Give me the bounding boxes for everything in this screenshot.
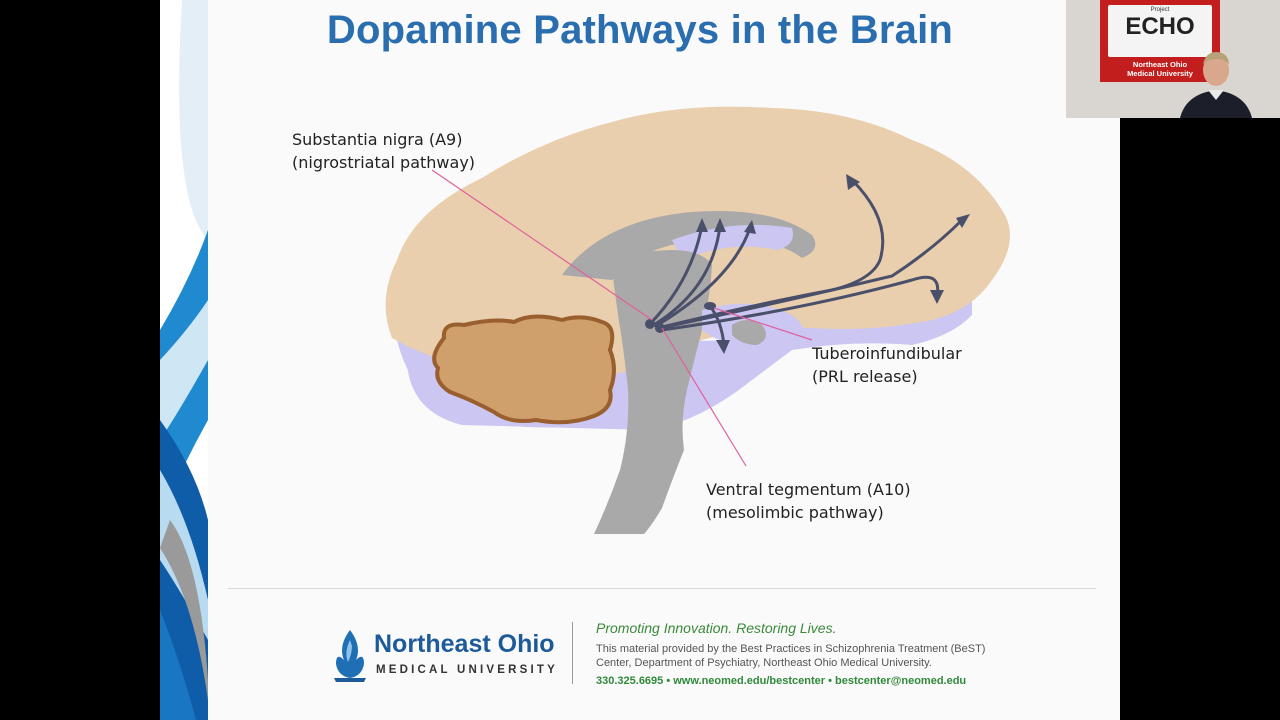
neomed-logo: Northeast Ohio MEDICAL UNIVERSITY xyxy=(330,626,570,696)
label-tubero-line1: Tuberoinfundibular xyxy=(812,344,962,363)
vta-nucleus-a xyxy=(645,319,655,329)
footer-vertical-rule xyxy=(572,622,573,684)
label-ventral-tegmentum: Ventral tegmentum (A10) (mesolimbic path… xyxy=(706,478,911,524)
label-tubero-line2: (PRL release) xyxy=(812,367,918,386)
screen-right-margin xyxy=(1120,118,1280,720)
brain-illustration xyxy=(385,106,1010,534)
label-leader-lines xyxy=(431,169,813,467)
label-ventral-line1: Ventral tegmentum (A10) xyxy=(706,480,911,499)
label-tuberoinfundibular: Tuberoinfundibular (PRL release) xyxy=(812,342,962,388)
echo-sub-line2: Medical University xyxy=(1127,69,1193,78)
slide-footer: Northeast Ohio MEDICAL UNIVERSITY Promot… xyxy=(160,610,1120,710)
slide-title: Dopamine Pathways in the Brain xyxy=(326,8,954,52)
flame-icon xyxy=(334,630,366,682)
presenter-avatar xyxy=(1180,52,1252,118)
echo-sub-text: Northeast Ohio Medical University xyxy=(1100,60,1220,78)
cerebellum xyxy=(432,314,616,425)
pituitary-region xyxy=(732,320,766,345)
label-substantia-line2: (nigrostriatal pathway) xyxy=(292,153,476,172)
arcuate-nucleus xyxy=(704,302,716,310)
footer-note: This material provided by the Best Pract… xyxy=(596,643,986,669)
footer-divider xyxy=(228,588,1096,589)
label-ventral-line2: (mesolimbic pathway) xyxy=(706,503,884,522)
decorative-wave-border xyxy=(160,0,208,720)
neomed-name: Northeast Ohio xyxy=(374,630,555,658)
lateral-ventricle xyxy=(672,224,793,260)
neomed-subtitle: MEDICAL UNIVERSITY xyxy=(376,664,558,676)
echo-main-text: ECHO xyxy=(1125,13,1195,40)
brain-diagram: Substantia nigra (A9) (nigrostriatal pat… xyxy=(232,100,1092,540)
echo-sign: Project ECHO Northeast Ohio Medical Univ… xyxy=(1100,0,1220,82)
vta-nucleus-b xyxy=(655,323,665,333)
label-substantia-line1: Substantia nigra (A9) xyxy=(292,130,463,149)
echo-project-text: Project xyxy=(1150,7,1170,13)
footer-contact: 330.325.6695 • www.neomed.edu/bestcenter… xyxy=(596,675,967,687)
presentation-slide: Dopamine Pathways in the Brain xyxy=(160,0,1120,720)
label-substantia-nigra: Substantia nigra (A9) (nigrostriatal pat… xyxy=(292,128,475,174)
echo-sub-line1: Northeast Ohio xyxy=(1132,60,1188,69)
webcam-video-feed[interactable]: Project ECHO Northeast Ohio Medical Univ… xyxy=(1066,0,1280,118)
pathway-arrowheads xyxy=(696,174,970,354)
footer-tagline: Promoting Innovation. Restoring Lives. xyxy=(596,620,837,636)
echo-sign-panel: Project ECHO xyxy=(1108,5,1212,57)
